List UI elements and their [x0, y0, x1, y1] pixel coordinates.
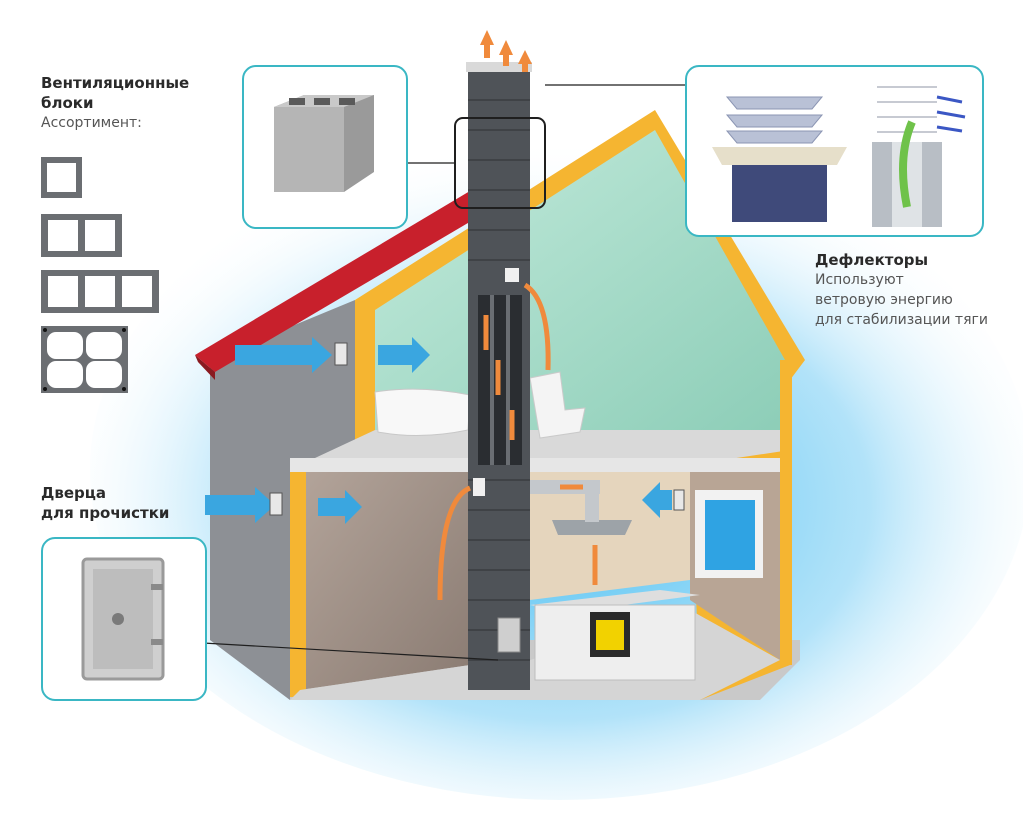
internal-airflow-arrows	[437, 282, 598, 601]
cleaning-door-callout	[41, 537, 207, 701]
deflectors-label: Дефлекторы Используют ветровую энергию д…	[815, 250, 988, 330]
oven-window	[596, 620, 624, 650]
wall-vent-grille-ground	[269, 492, 283, 516]
deflectors-desc-line1: Используют	[815, 272, 904, 288]
roof-edge	[195, 355, 215, 380]
callout-leader-lines	[202, 84, 685, 661]
deflectors-desc-line3: для стабилизации тяги	[815, 312, 988, 328]
chimney-vent-grille-upper	[505, 268, 519, 282]
wall-vent-grille-attic	[334, 342, 348, 366]
floor-slab	[290, 458, 790, 472]
blocks-subtitle: Ассортимент:	[41, 115, 142, 131]
cleaning-door-image	[81, 557, 165, 681]
chimney-vent-grille-lower	[473, 478, 485, 496]
deflectors-image	[712, 86, 966, 227]
kitchen-window-glass	[705, 500, 755, 570]
cleaning-door-small	[497, 617, 521, 653]
ventilation-block-image	[274, 95, 374, 192]
chimney-cap	[466, 62, 532, 72]
toilet	[529, 371, 586, 439]
right-wall-insulation	[780, 360, 792, 665]
ground-room-left	[300, 472, 470, 690]
cleaning-door-label: Дверца для прочистки	[41, 483, 169, 523]
blocks-title-line1: Вентиляционные	[41, 74, 190, 92]
ventilation-blocks-label: Вентиляционные блоки Ассортимент:	[41, 73, 189, 133]
attic-floor	[300, 430, 790, 465]
roof	[195, 185, 490, 372]
block-3-channel-icon	[41, 270, 159, 313]
chimney-channel-dividers	[490, 295, 510, 465]
bathtub	[374, 388, 471, 437]
exhaust-arrow-icon	[480, 30, 532, 72]
wall-vent-grille-kitchen	[673, 489, 685, 511]
airflow-arrow-icon	[205, 337, 672, 524]
deflectors-desc-line2: ветровую энергию	[815, 292, 953, 308]
ventilation-block-callout	[242, 65, 408, 229]
block-4-channel-icon	[41, 326, 128, 393]
hood-duct-vertical	[585, 480, 599, 522]
deflectors-title: Дефлекторы	[815, 251, 929, 269]
door-title-line2: для прочистки	[41, 504, 170, 522]
block-2-channel-icon	[41, 214, 122, 257]
range-hood	[552, 520, 632, 535]
ground-room-left-insulation	[290, 472, 306, 697]
block-1-channel-icon	[41, 157, 82, 198]
door-title-line1: Дверца	[41, 484, 107, 502]
blocks-title-line2: блоки	[41, 94, 94, 112]
deflectors-callout	[685, 65, 984, 237]
